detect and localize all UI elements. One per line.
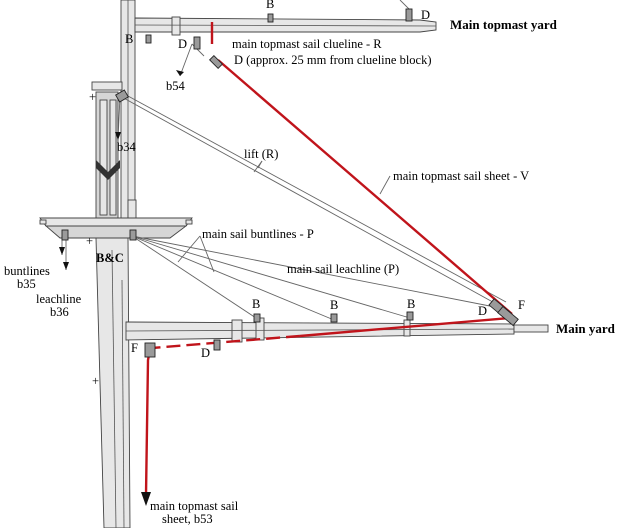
- label-b-top: B: [266, 0, 274, 11]
- label-b-3: B: [407, 297, 415, 311]
- label-sheet-b53-2: sheet, b53: [162, 512, 213, 526]
- blocks: [61, 8, 519, 358]
- label-b36: b36: [50, 305, 69, 319]
- label-b-topmast: B: [125, 32, 133, 46]
- sheet-to-yard-line: [299, 316, 511, 338]
- topmast-sheet-block: [208, 54, 224, 70]
- label-d-topyard: D: [421, 8, 430, 22]
- label-topmast-sheet: main topmast sail sheet - V: [393, 169, 529, 183]
- buntline-3: [131, 235, 411, 319]
- topmast-sheet-line: [217, 59, 513, 315]
- grey-rigging: [61, 0, 507, 321]
- main-topmast-yard: [134, 16, 437, 36]
- label-main-yard: Main yard: [556, 321, 616, 336]
- labels: Main topmast yard Main yard main topmast…: [4, 0, 616, 526]
- label-leachline-b36: leachline: [36, 292, 82, 306]
- clueline-block: [193, 36, 201, 50]
- masthead: [91, 81, 137, 225]
- svg-text:+: +: [92, 374, 99, 388]
- label-sheet-b53-1: main topmast sail: [150, 499, 239, 513]
- label-b35: b35: [17, 277, 36, 291]
- main-top: [39, 217, 193, 239]
- label-b34: b34: [117, 140, 137, 154]
- label-b-2: B: [330, 298, 338, 312]
- label-d-mainyard: D: [478, 304, 487, 318]
- label-lift: lift (R): [244, 147, 278, 161]
- label-buntlines-b35: buntlines: [4, 264, 50, 278]
- label-leachline: main sail leachline (P): [287, 262, 399, 276]
- label-bc: B&C: [96, 251, 124, 265]
- label-f-left: F: [131, 341, 138, 355]
- buntline-1: [131, 235, 257, 319]
- label-main-topmast-yard: Main topmast yard: [450, 17, 558, 32]
- label-b54: b54: [166, 79, 186, 93]
- label-b-1: B: [252, 297, 260, 311]
- arrows: [59, 70, 184, 506]
- label-f-mainyard: F: [518, 298, 525, 312]
- buntline-2: [131, 235, 335, 321]
- main-yard-f-block: [144, 342, 156, 358]
- label-d-clueline: D: [178, 37, 187, 51]
- lift-line: [119, 95, 501, 307]
- label-clueline: main topmast sail clueline - R: [232, 37, 382, 51]
- svg-text:+: +: [89, 90, 96, 104]
- label-clueline-note: D (approx. 25 mm from clueline block): [234, 53, 432, 67]
- label-d-left: D: [201, 346, 210, 360]
- red-rigging: [144, 22, 513, 496]
- markers: + + +: [86, 90, 99, 388]
- lower-mast: [95, 237, 131, 528]
- leachline-line: [131, 235, 501, 309]
- svg-text:+: +: [86, 234, 93, 248]
- label-buntlines: main sail buntlines - P: [202, 227, 314, 241]
